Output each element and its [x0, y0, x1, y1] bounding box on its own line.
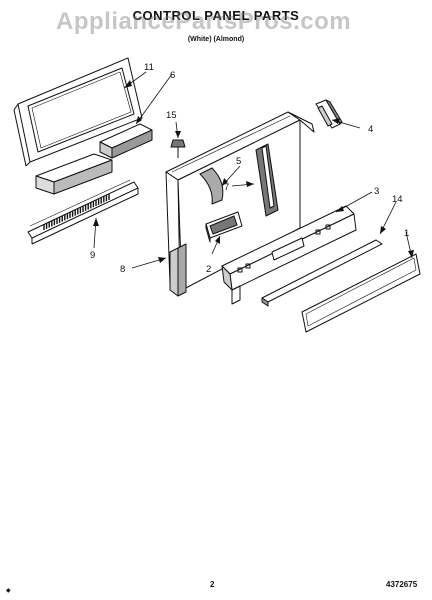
callout-14: 14: [392, 194, 403, 205]
page-number: 2: [210, 580, 215, 589]
watermark: AppliancePartsPros.com: [56, 8, 352, 35]
callout-9: 9: [90, 250, 95, 261]
part-3-control-plate: [222, 206, 356, 304]
callout-7: 7: [224, 182, 229, 193]
part-2-clock-module: [206, 212, 242, 242]
callout-2: 2: [206, 264, 211, 275]
diagram-title: CONTROL PANEL PARTS: [132, 8, 300, 23]
callout-1: 1: [404, 228, 409, 239]
callout-8: 8: [120, 264, 125, 275]
part-14-trim: [262, 240, 382, 306]
diagram-variant: (White) (Almond): [187, 36, 245, 43]
part-6-insulation: [100, 124, 152, 158]
part-9-vent-grille: [28, 154, 138, 244]
callout-6: 6: [170, 70, 175, 81]
corner-mark: ◆: [6, 588, 11, 594]
part-4-bracket: [316, 100, 342, 128]
callout-11: 11: [144, 62, 154, 73]
part-1-front-panel: [302, 254, 420, 332]
callout-3: 3: [374, 186, 379, 197]
document-number: 4372675: [386, 580, 418, 589]
part-5-duct: [200, 168, 223, 204]
callout-15: 15: [166, 110, 177, 121]
part-11-rear-panel: [14, 58, 142, 166]
part-8-console: [166, 112, 314, 296]
callout-4: 4: [368, 124, 373, 135]
part-15-screw: [171, 140, 185, 158]
callout-5: 5: [236, 156, 241, 167]
arrowheads: [93, 80, 414, 263]
